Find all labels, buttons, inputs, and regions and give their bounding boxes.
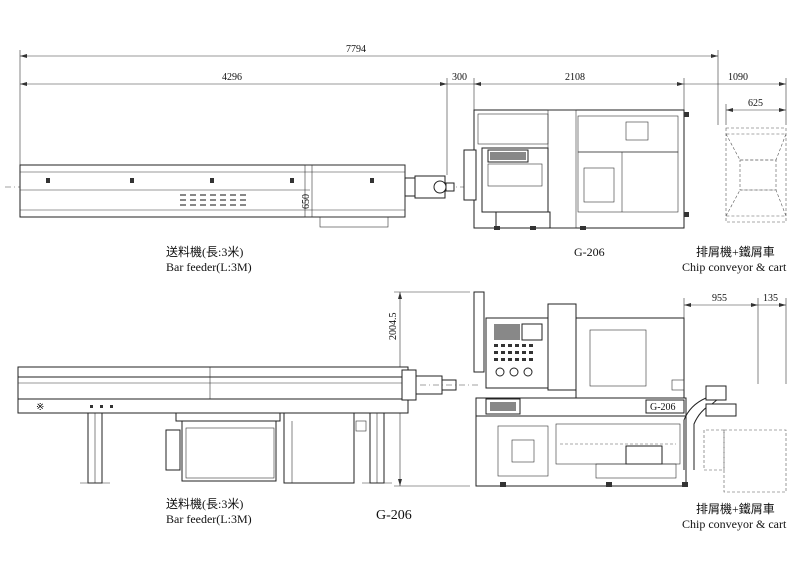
svg-text:※: ※ xyxy=(36,402,44,413)
control-panel-buttons xyxy=(494,344,533,377)
top-machine xyxy=(463,109,689,230)
dim-conveyor-edge: 135 xyxy=(763,293,778,304)
top-dimensions: 7794 4296 300 2108 1090 625 xyxy=(19,44,787,175)
dim-machine-height: 2004.5 xyxy=(388,313,399,341)
side-chip-label-en: Chip conveyor & cart xyxy=(682,517,787,531)
top-chip-cart xyxy=(725,127,787,223)
side-bar-feeder-label-en: Bar feeder(L:3M) xyxy=(166,512,252,526)
side-machine: G-206 xyxy=(473,291,688,487)
dim-cart-width: 625 xyxy=(748,98,763,109)
top-chip-label-zh: 排屑機+鐵屑車 xyxy=(696,244,775,259)
dim-machine-length: 2108 xyxy=(565,72,585,83)
dim-chip-conveyor-length: 1090 xyxy=(728,72,748,83)
dim-bar-feeder-height: 650 xyxy=(301,194,312,209)
dim-conveyor-offset: 955 xyxy=(712,293,727,304)
side-chip-cart xyxy=(683,385,787,493)
top-bar-feeder-label-zh: 送料機(長:3米) xyxy=(166,244,243,259)
top-bar-feeder: 650 xyxy=(5,164,480,228)
side-chip-label-zh: 排屑機+鐵屑車 xyxy=(696,501,775,516)
top-machine-label: G-206 xyxy=(574,245,605,259)
side-machine-label: G-206 xyxy=(376,508,412,523)
side-bar-feeder: ※ xyxy=(17,366,480,484)
dim-gap: 300 xyxy=(452,72,467,83)
top-bar-feeder-label-en: Bar feeder(L:3M) xyxy=(166,260,252,274)
dim-bar-feeder-length: 4296 xyxy=(222,72,242,83)
top-chip-label-en: Chip conveyor & cart xyxy=(682,260,787,274)
nameplate: G-206 xyxy=(650,402,676,413)
dim-total-length: 7794 xyxy=(346,44,366,55)
vent-grille xyxy=(180,194,246,206)
side-bar-feeder-label-zh: 送料機(長:3米) xyxy=(166,496,243,511)
